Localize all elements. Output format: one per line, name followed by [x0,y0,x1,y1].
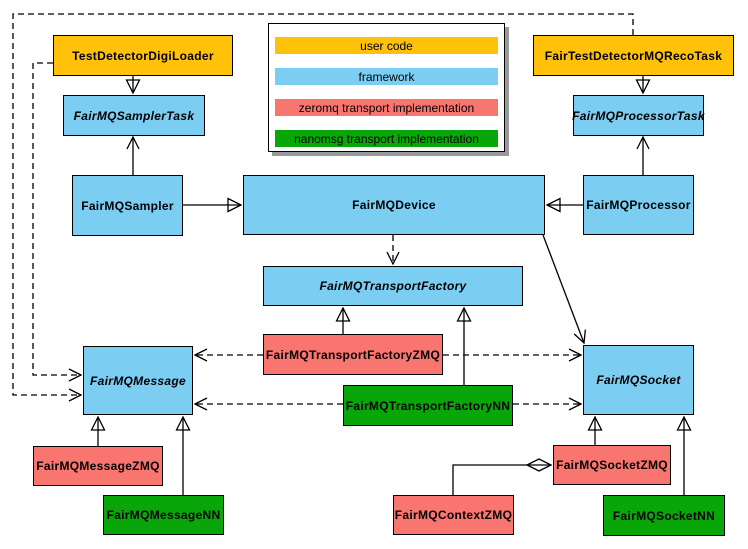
node-fairmqsampler: FairMQSampler [72,175,183,236]
node-fairmqsocketzmq: FairMQSocketZMQ [553,445,671,485]
node-fairmqsocketnn: FairMQSocketNN [603,495,725,536]
node-fairmqprocessortask: FairMQProcessorTask [572,95,705,136]
legend-item-framework: framework [275,68,498,85]
node-fairmqdevice: FairMQDevice [243,175,545,235]
legend-item-user-code: user code [275,37,498,54]
node-fairmqtransportfactory: FairMQTransportFactory [263,266,523,306]
node-fairmqtransportfactoryzmq: FairMQTransportFactoryZMQ [263,334,443,375]
edge-fairtestdetectormqrecotask-uses-fairmqmessage [12,13,634,395]
node-testdetectordigiloader: TestDetectorDigiLoader [53,35,233,76]
edge-testdetectordigiloader-uses-fairmqmessage [32,62,81,375]
legend-item-nanomsg-transport: nanomsg transport implementation [275,130,498,147]
node-fairmqcontextzmq: FairMQContextZMQ [393,495,514,535]
node-fairmqprocessor: FairMQProcessor [583,175,694,235]
node-fairtestdetectormqrecotask: FairTestDetectorMQRecoTask [533,35,734,76]
legend: user code framework zeromq transport imp… [268,23,505,152]
node-fairmqmessagenn: FairMQMessageNN [103,495,224,535]
edge-fairmqsocketzmq-composes-fairmqcontextzmq [452,465,551,495]
node-fairmqtransportfactorynn: FairMQTransportFactoryNN [343,385,513,426]
node-fairmqmessage: FairMQMessage [83,346,193,415]
node-fairmqsamplertask: FairMQSamplerTask [63,95,205,136]
node-fairmqmessagezmq: FairMQMessageZMQ [33,446,163,486]
legend-item-zeromq-transport: zeromq transport implementation [275,99,498,116]
edge-fairmqdevice-uses-fairmqsocket [542,234,584,343]
node-fairmqsocket: FairMQSocket [583,345,694,415]
